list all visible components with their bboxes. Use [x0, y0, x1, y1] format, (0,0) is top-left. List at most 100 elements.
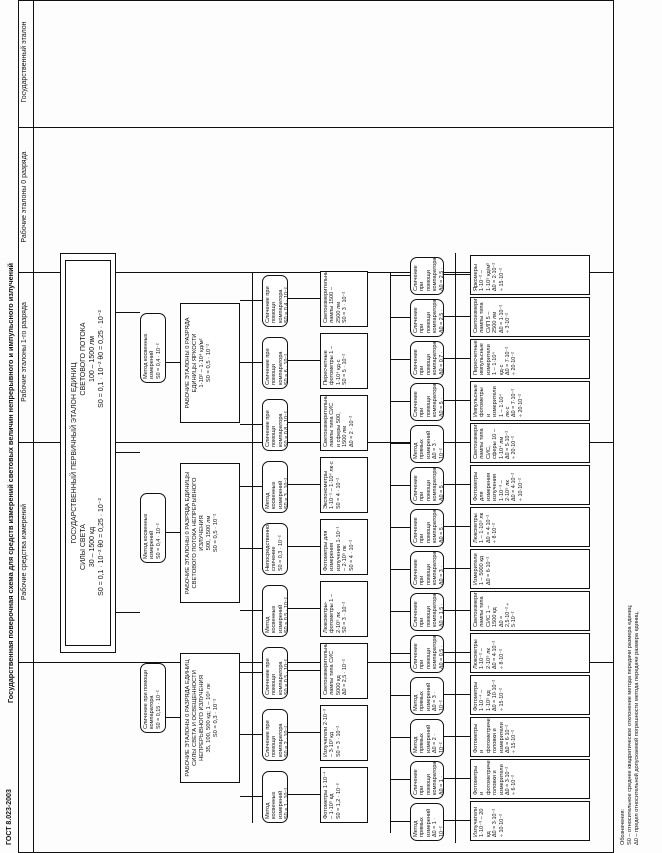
legend-delta0: Δ0 – предел относительной допускаемой по…: [634, 611, 640, 845]
zero-standard-line: 1·10² – 1·10⁴ кд/м²: [199, 338, 205, 388]
box-label: Метод прямых измерений: [413, 682, 432, 711]
connector-line: [240, 672, 262, 673]
zero-standard-line: РАБОЧИЕ ЭТАЛОНЫ 0 РАЗРЯДА ЕДИНИЦЫ СВЕТОВ…: [185, 471, 205, 595]
luminous-intensity-accuracy: S0 = 0,1 · 10⁻² θ0 = 0,25 · 10⁻²: [98, 498, 105, 596]
box-label: Пересчетные импульсные измерители 1 – 1·…: [473, 340, 505, 375]
box-accuracy: Δ0 = 4·10⁻² ÷ 8·10⁻²: [485, 514, 499, 543]
box-accuracy: Δ0 = 1·10⁻² ÷ 3·10⁻²: [498, 304, 512, 333]
box-label: Метод косвенных измерений: [265, 790, 284, 819]
connector-line: [240, 486, 262, 487]
box-accuracy: Δ0 = 4·10⁻² ÷ 8·10⁻²: [492, 640, 505, 669]
box-label: Фотометры 1·10⁻⁴ – 1·10⁵ кд: [473, 681, 492, 711]
box-accuracy: Δ0 = 3·10⁻² ÷ 10·10⁻²: [492, 808, 505, 837]
box-accuracy: Δ0 = 1,5 · 10⁻²: [438, 603, 444, 627]
working-instrument-8: Фотометры для измерения излучения 1·10⁻³…: [470, 465, 590, 505]
state-standard-title: ГОСУДАРСТВЕННЫЙ ПЕРВИЧНЫЙ ЭТАЛОН ЕДИНИЦ: [71, 362, 78, 544]
box-label: Метод косвенных измерений: [265, 604, 284, 633]
zero-standard-line: S0 = 0,5 · 10⁻²: [213, 513, 219, 553]
box-label: Сличение при помощи компаратора: [413, 383, 439, 417]
box-accuracy: S0 = 1 · 10⁻²: [284, 787, 288, 819]
box-label: Импульсные фотометры и измерители 1 – 1·…: [473, 384, 512, 417]
box-label: Пересчетные фотометры 1 – 1·10⁴ кд·с: [323, 346, 342, 385]
connector-line: [116, 452, 140, 453]
box-accuracy: Δ0 = 5 · 10⁻²: [438, 398, 444, 417]
connector-line: [390, 695, 410, 696]
connector-line: [288, 360, 320, 361]
connector-line: [444, 442, 470, 443]
connector-line: [444, 274, 470, 275]
box-accuracy: S0 = 4 · 10⁻²: [348, 539, 355, 571]
connector-line: [390, 443, 410, 444]
legend-s0: S0 – относительное среднее квадратическо…: [627, 604, 633, 845]
connector-line: [444, 736, 470, 737]
connector-line: [444, 610, 470, 611]
box-label: Метод прямых измерений: [413, 808, 432, 837]
first-standard-2: Светоизмерительные лампы типа СИС 5000 к…: [320, 643, 368, 699]
box-label: Метод прямых измерений: [413, 724, 432, 753]
working-instrument-5: Светоизмерительные лампы типа СИС 1 – 15…: [470, 591, 590, 631]
working-instrument-10: Импульсные фотометры и измерители 1 – 1·…: [470, 381, 590, 421]
box-label: Сличение при помощи компаратора: [413, 257, 439, 291]
box-accuracy: S0 = 3 · 10⁻²: [284, 477, 288, 509]
connector-line: [288, 670, 320, 671]
box-label: Светоизмерительные лампы типа СИС 1 – 15…: [473, 591, 499, 627]
connector-line: [390, 653, 410, 654]
connector-line: [390, 821, 410, 822]
connector-line: [390, 569, 410, 570]
zero-standard-line: РАБОЧИЕ ЭТАЛОНЫ 0 РАЗРЯДА ЕДИНИЦЫ ЯРКОСТ…: [185, 317, 198, 409]
connector-line: [444, 316, 470, 317]
box-accuracy: Δ0 = 2·10⁻² ÷ 15·10⁻²: [492, 262, 505, 291]
connector-line: [444, 526, 470, 527]
zero-standard-0: РАБОЧИЕ ЭТАЛОНЫ 0 РАЗРЯДА ЕДИНИЦ СИЛЫ СВ…: [180, 653, 240, 783]
box-label: Фотометры 1·10⁻⁴ – 1·10⁵ кд: [323, 771, 336, 819]
box-label: Люксметры 1·10⁻² – 2·10⁵ лк: [473, 639, 492, 669]
column-separator: [18, 127, 614, 128]
zero-standard-line: 35, 100, 500 кд; 1 – 10⁵ лк: [206, 683, 212, 753]
box-label: Сличение при помощи компаратора: [413, 593, 439, 627]
connector-line: [390, 611, 410, 612]
box-accuracy: Δ0 = 2,5 · 10⁻²: [342, 659, 349, 695]
box-label: Метод косвенных измерений: [265, 480, 284, 509]
box-accuracy: Δ0 = 3 · 10⁻²: [432, 691, 444, 711]
box-accuracy: S0 = 0,4 · 10⁻²: [284, 287, 288, 323]
box-label: Сличение при помощи компаратора: [265, 410, 284, 447]
box-label: Фотометры и фотометрические головки и из…: [473, 717, 505, 753]
connector-line: [240, 424, 262, 425]
zero-standard-2: РАБОЧИЕ ЭТАЛОНЫ 0 РАЗРЯДА ЕДИНИЦЫ ЯРКОСТ…: [180, 303, 240, 423]
box-accuracy: Δ0 = 1 · 10⁻²: [438, 776, 444, 795]
luminous-intensity-label: СИЛЫ СВЕТА: [80, 524, 87, 570]
connector-line: [444, 568, 470, 569]
connector-line: [390, 779, 410, 780]
connector-line: [166, 717, 180, 718]
column-zero: Рабочие эталоны 0 разряда: [21, 151, 28, 243]
box-accuracy: Δ0 = 2,5 · 10⁻²: [438, 309, 444, 333]
box-label: Сличение при помощи компаратора: [413, 467, 439, 501]
box-label: Сличение при помощи компаратора: [265, 348, 284, 385]
box-label: Сличение при помощи компаратора: [413, 635, 439, 669]
connector-line: [240, 796, 262, 797]
box-label: Фотометры для измерения излучения 1·10⁻¹…: [323, 526, 349, 571]
working-instrument-9: Светоизмерительные лампы типа СИС, сферы…: [470, 423, 590, 463]
box-label: Метод прямых измерений: [413, 430, 432, 459]
box-label: Сличение при помощи компаратора: [413, 341, 439, 375]
box-accuracy: Δ0 = 6·10⁻²: [485, 556, 492, 585]
box-label: Сличение при помощи компаратора: [413, 551, 439, 585]
connector-line: [116, 312, 140, 313]
connector-line: [288, 794, 320, 795]
